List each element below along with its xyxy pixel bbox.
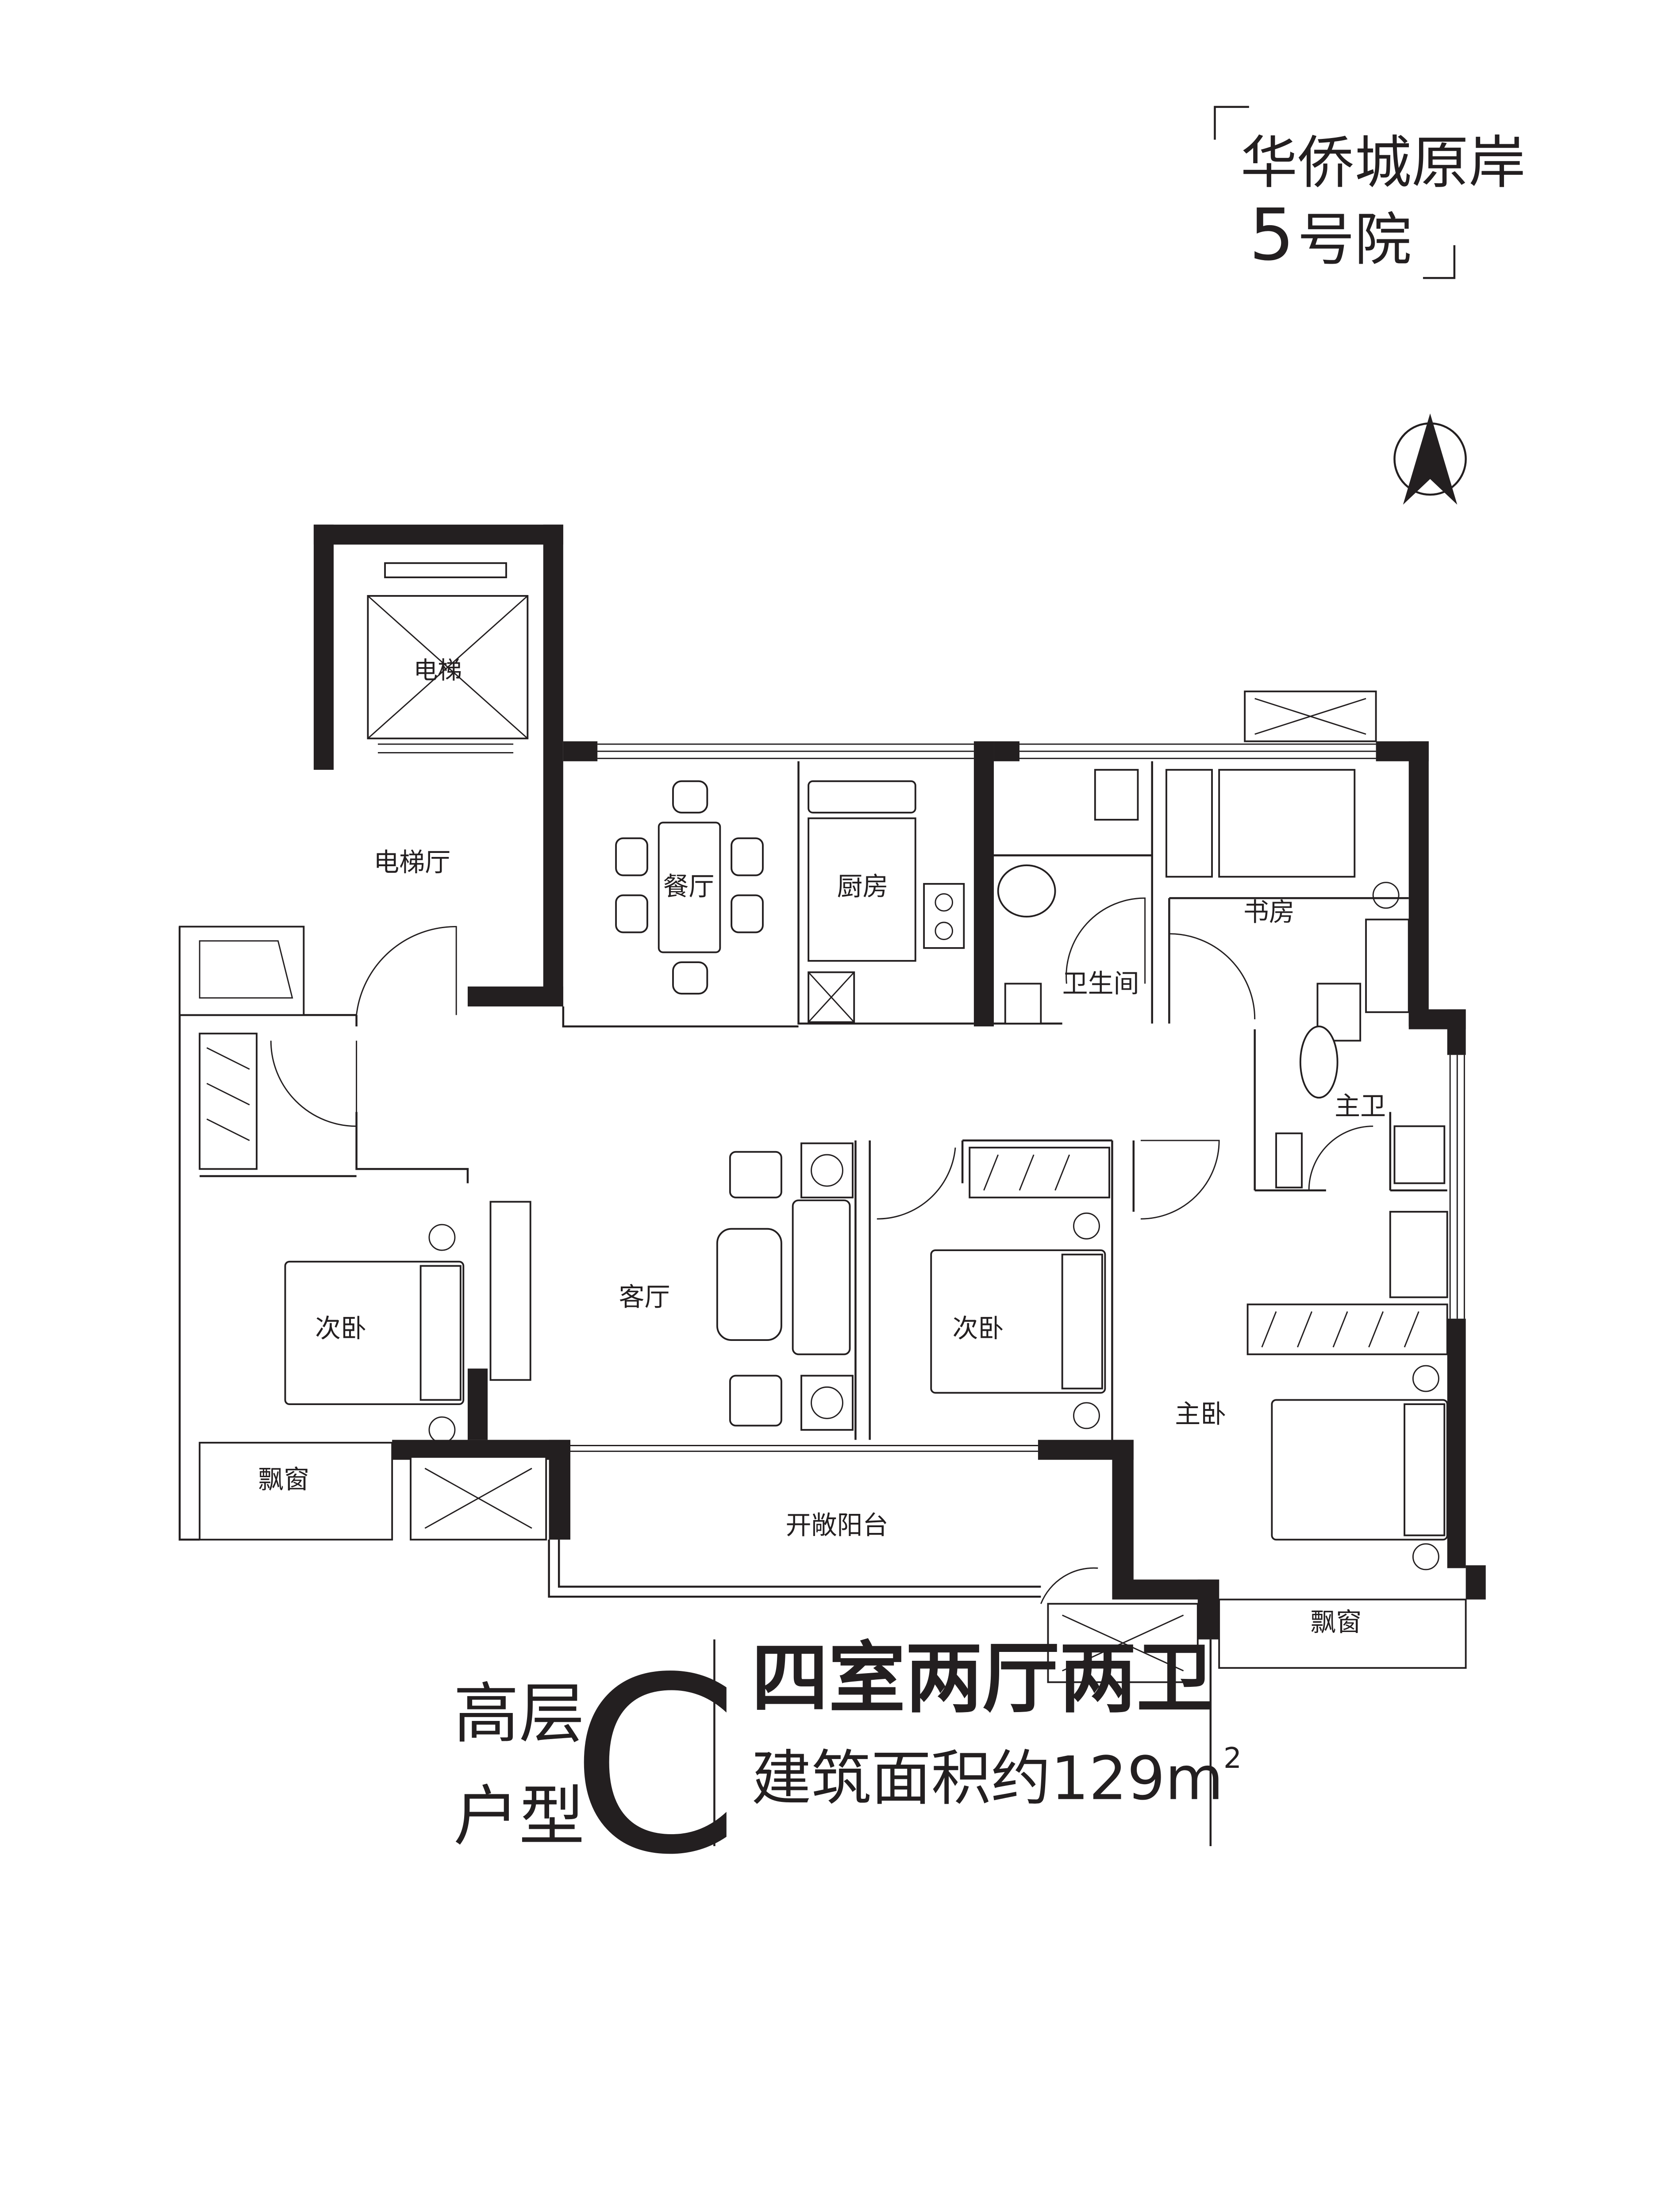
project-name: 华侨城原岸 (1240, 130, 1525, 196)
courtyard-suffix: 号院 (1297, 207, 1412, 273)
room-label-bay-window-left: 飘窗 (258, 1464, 309, 1494)
elevator-shaft: 电梯 (367, 562, 529, 753)
room-label-kitchen: 厨房 (837, 872, 889, 902)
tier-line1: 高层 (454, 1675, 585, 1752)
footer: 高层 户型 C 四室两厅两卫 建筑面积约129m2 (454, 1626, 1242, 1908)
north-arrow-icon (1393, 413, 1467, 505)
doors (270, 897, 1373, 1604)
corner-bracket-bottom-right (1423, 245, 1456, 279)
room-label-bedroom-center: 次卧 (953, 1313, 1004, 1344)
room-label-living: 客厅 (619, 1282, 670, 1312)
area-superscript: 2 (1223, 1742, 1242, 1775)
room-label-elevator-hall: 电梯厅 (373, 847, 450, 877)
layout-summary: 四室两厅两卫 (751, 1634, 1213, 1724)
floor-plan-sheet: 华侨城原岸 5 号院 (178, 106, 1526, 1908)
area-label: 建筑面积约129m2 (751, 1742, 1242, 1813)
room-label-bay-window-right: 飘窗 (1310, 1607, 1362, 1637)
furniture (199, 769, 1448, 1571)
room-label-dining: 餐厅 (663, 872, 714, 902)
unit-type-letter: C (570, 1626, 740, 1908)
room-label-bathroom: 卫生间 (1062, 968, 1139, 998)
area-value: 建筑面积约129m (751, 1743, 1223, 1813)
header: 华侨城原岸 5 号院 (1214, 106, 1526, 279)
courtyard-number: 5 (1249, 193, 1295, 276)
room-label-bedroom-left: 次卧 (315, 1313, 366, 1344)
ac-units (179, 690, 1467, 1683)
room-label-elevator: 电梯 (414, 656, 462, 684)
structural-walls (313, 524, 1486, 1640)
tier-line2: 户型 (454, 1778, 585, 1855)
room-label-master-bath: 主卫 (1335, 1091, 1386, 1121)
room-label-balcony: 开敞阳台 (786, 1510, 889, 1540)
room-labels: 电梯厅 餐厅 厨房 卫生间 书房 主卫 客厅 次卧 次卧 主卧 飘窗 开敞阳台 … (258, 847, 1386, 1637)
room-label-study: 书房 (1243, 897, 1295, 927)
room-label-master-bedroom: 主卧 (1175, 1399, 1226, 1429)
corner-bracket-top-left (1214, 106, 1249, 140)
